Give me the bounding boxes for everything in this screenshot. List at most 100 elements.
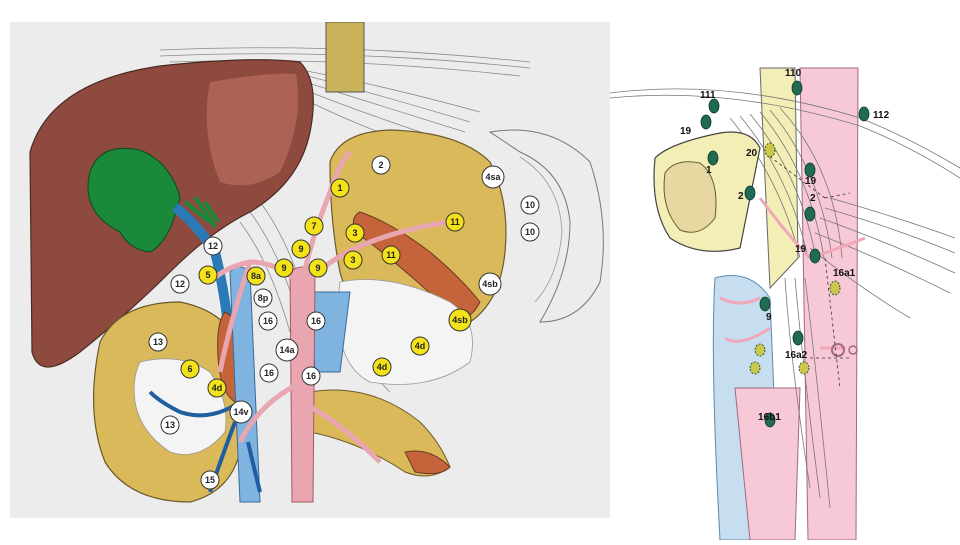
lymph-node-marker (749, 361, 761, 375)
lymph-station-1: 1 (706, 150, 719, 176)
lymph-station-15: 15 (200, 470, 220, 490)
lymph-station-marker (478, 272, 502, 296)
lymph-station-marker (291, 239, 311, 259)
lymph-station-9: 9 (308, 258, 328, 278)
lymph-station-3: 3 (343, 250, 363, 270)
lymph-station-16: 16 (301, 366, 321, 386)
lymph-station-marker (180, 359, 200, 379)
lymph-station-marker (371, 155, 391, 175)
lymph-station-marker (170, 274, 190, 294)
lymph-station-14v: 14v (229, 400, 253, 424)
lymph-station-label: 16 (311, 316, 321, 326)
lymph-node-label: 19 (680, 126, 692, 137)
lymph-node-label: 19 (795, 244, 807, 255)
liver-lobe-highlight (206, 73, 298, 186)
lymph-node-label: 110 (785, 68, 802, 79)
lymph-station-label: 10 (525, 200, 535, 210)
gallbladder (87, 147, 181, 253)
diaphragm-crus (609, 88, 960, 509)
lymph-node-label: 2 (738, 191, 744, 202)
renal-vessel-ring-small (848, 345, 858, 355)
lymph-station-4d: 4d (410, 336, 430, 356)
lymph-station-20: 20 (746, 142, 776, 159)
lymph-node-label: 19 (805, 176, 817, 187)
lymph-node-marker (708, 98, 720, 114)
lymph-node-marker (700, 114, 712, 130)
lymph-station-110: 110 (785, 68, 803, 96)
lymph-node-marker (707, 150, 719, 166)
lymph-station-10: 10 (520, 195, 540, 215)
lymph-station-marker (481, 165, 505, 189)
lymph-station-marker (275, 338, 299, 362)
lymph-station-label: 2 (378, 160, 383, 170)
lymph-station-8a: 8a (246, 266, 266, 286)
lymph-node-marker (764, 412, 776, 428)
lymph-station-16: 16 (306, 311, 326, 331)
lymph-station-11: 11 (445, 212, 465, 232)
lymph-station-label: 9 (281, 263, 286, 273)
lymph-station-13: 13 (160, 415, 180, 435)
lymph-node-marker (809, 248, 821, 264)
lymph-station-label: 4sb (482, 279, 498, 289)
lymph-node-marker (754, 343, 766, 357)
lymph-station-16a2: 16a2 (785, 330, 808, 361)
lymph-station-marker (274, 258, 294, 278)
lymph-station-9: 9 (274, 258, 294, 278)
lymph-station-label: 11 (450, 217, 460, 227)
lymph-station-9: 9 (759, 296, 772, 323)
lymph-station-marker (207, 378, 227, 398)
lymph-station-marker (520, 195, 540, 215)
lymph-station-13: 13 (148, 332, 168, 352)
lymph-station-8p: 8p (253, 288, 273, 308)
lymph-node-label: 111 (700, 90, 716, 101)
lymph-node-marker (858, 106, 870, 122)
lymph-node-marker (764, 142, 776, 158)
jejunum-cut (404, 450, 451, 475)
lymph-node-label: 112 (873, 110, 890, 121)
lymph-station-marker (520, 222, 540, 242)
lymph-station-label: 13 (153, 337, 163, 347)
lymph-station-label: 9 (315, 263, 320, 273)
lymph-station-1: 1 (330, 178, 350, 198)
lymph-station-19: 19 (804, 162, 817, 187)
lymph-station-2: 2 (738, 185, 756, 202)
lymph-station-marker (343, 250, 363, 270)
lymph-node-marker (829, 280, 841, 296)
lymph-station-label: 4d (415, 341, 426, 351)
lymph-station-19: 19 (795, 244, 821, 264)
lymph-station-2: 2 (371, 155, 391, 175)
lymph-station-label: 11 (386, 250, 396, 260)
lymph-node-label: 9 (766, 312, 772, 323)
lymph-station-label: 16 (263, 316, 273, 326)
lymph-station-marker (381, 245, 401, 265)
right-dashed-guides (764, 152, 851, 389)
lymph-station-label: 12 (175, 279, 185, 289)
lymph-node-marker (791, 80, 803, 96)
lymph-station-marker (301, 366, 321, 386)
lymph-node-label: 20 (746, 148, 758, 159)
aorta-vertical (799, 67, 859, 541)
lymph-station-marker (259, 363, 279, 383)
lymph-station-marker (148, 332, 168, 352)
lymph-station-12: 12 (170, 274, 190, 294)
lymph-station-3: 3 (345, 223, 365, 243)
lymph-station-4sb: 4sb (478, 272, 502, 296)
lymph-station-label: 10 (525, 227, 535, 237)
lymph-station-label: 16 (306, 371, 316, 381)
lymph-station-marker (448, 308, 472, 332)
lymph-station-16: 16 (259, 363, 279, 383)
lymph-station-marker (203, 236, 223, 256)
greater-omentum (337, 279, 473, 385)
lymph-station-marker (200, 470, 220, 490)
lymph-station-4sb: 4sb (448, 308, 472, 332)
lymph-station-label: 3 (352, 228, 357, 238)
lymph-node-marker (798, 361, 810, 375)
pancreas-head (133, 358, 227, 455)
lymph-station-16: 16 (258, 311, 278, 331)
lymph-station-9: 9 (291, 239, 311, 259)
lymph-station-label: 14a (279, 345, 295, 355)
lymph-station-16b1: 16b1 (758, 412, 781, 428)
